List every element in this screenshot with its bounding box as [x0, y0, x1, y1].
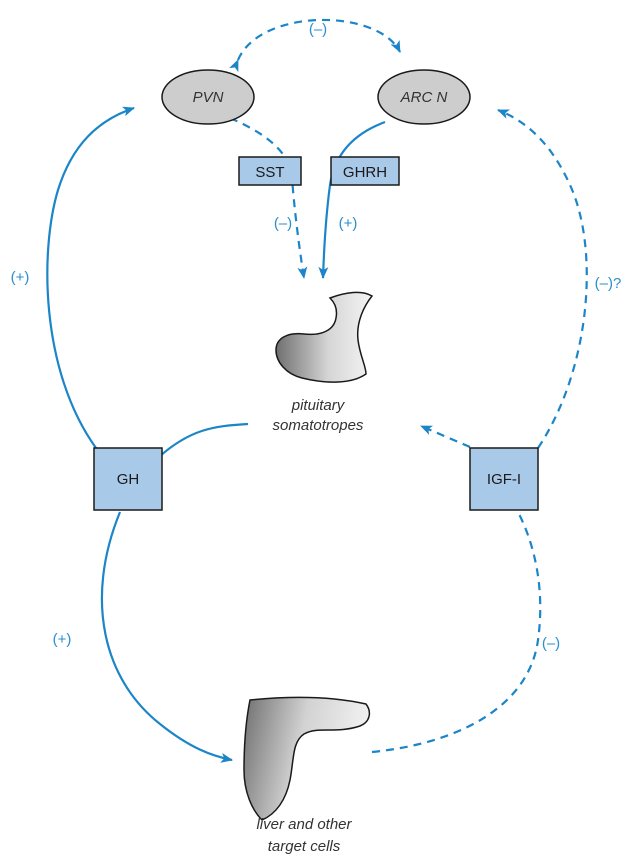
arcn-label: ARC N — [400, 89, 448, 106]
pituitary-label-line1: pituitary — [291, 397, 346, 414]
ghrh-sign: (+) — [339, 215, 358, 232]
igf-arc-sign: (–)? — [595, 275, 622, 292]
sst-sign: (–) — [274, 215, 292, 232]
pituitary-label-line2: somatotropes — [273, 417, 364, 434]
pvn-arc-sign: (–) — [309, 21, 327, 38]
liver-to-igf-arrow — [371, 511, 542, 754]
gh-to-liver-arrow — [100, 511, 233, 763]
sst-box: SST — [238, 156, 302, 186]
arcn-node: ARC N — [377, 69, 471, 125]
sst-inhibition-arrow — [229, 116, 308, 279]
sst-label: SST — [255, 164, 284, 181]
igf-box: IGF-I — [469, 447, 539, 511]
igf-to-pituitary-arrow — [420, 424, 471, 449]
gh-liver-sign: (+) — [53, 631, 72, 648]
igf-label: IGF-I — [487, 471, 521, 488]
pvn-node: PVN — [161, 69, 255, 125]
gh-label: GH — [117, 471, 140, 488]
gh-pvn-sign: (+) — [11, 269, 30, 286]
gh-to-pvn-arrow — [46, 106, 135, 449]
pvn-label: PVN — [193, 89, 224, 106]
liver-shape — [243, 696, 371, 821]
ghrh-box: GHRH — [330, 156, 400, 186]
igf-to-arc-arrow — [497, 108, 588, 449]
gh-to-pituitary-line — [159, 422, 249, 457]
ghrh-stimulation-arrow — [318, 120, 386, 279]
pvn-arc-inhibition-arrow — [229, 18, 401, 73]
ghrh-label: GHRH — [343, 164, 387, 181]
pituitary-shape — [275, 291, 374, 383]
liver-label-line2: target cells — [268, 838, 341, 855]
liver-label-line1: liver and other — [256, 816, 352, 833]
liver-igf-sign: (–) — [542, 635, 560, 652]
gh-box: GH — [93, 447, 163, 511]
